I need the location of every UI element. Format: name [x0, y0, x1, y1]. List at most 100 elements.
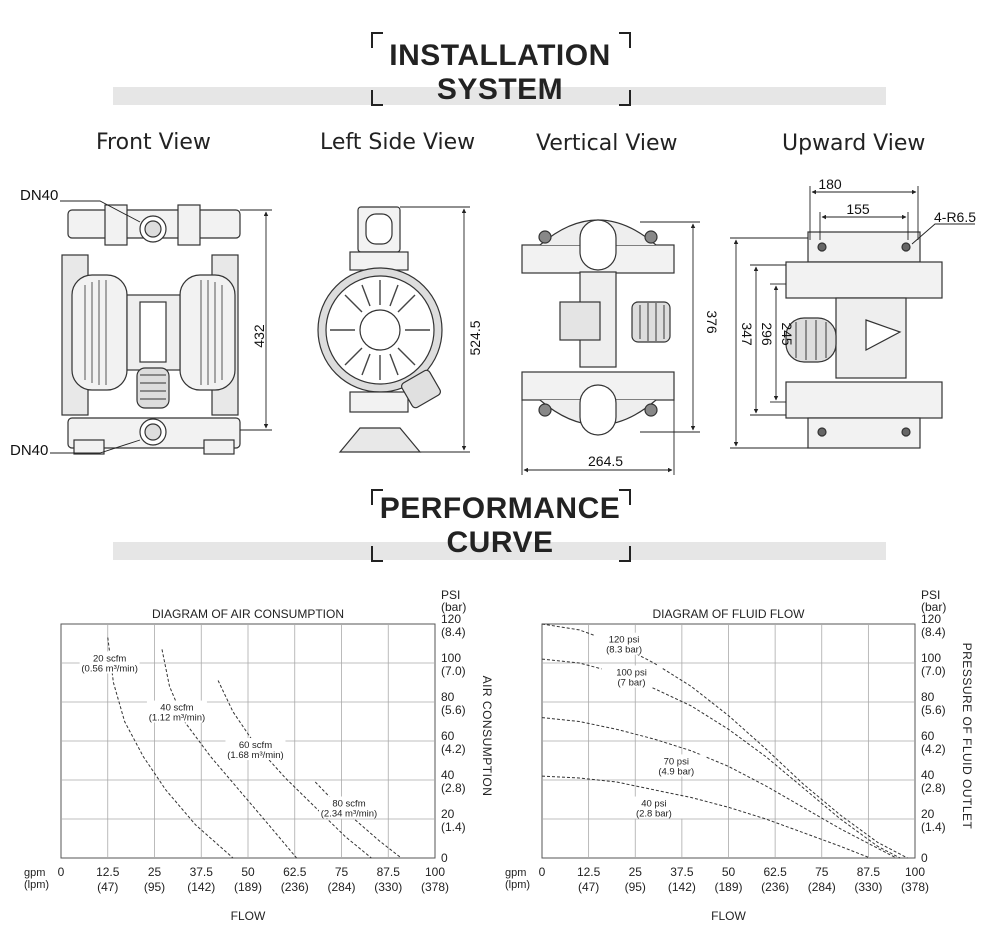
right-axis-label: PRESSURE OF FLUID OUTLET [960, 643, 974, 830]
x-tick-label: 50 [722, 865, 736, 879]
x-tick-label: 87.5 [377, 865, 401, 879]
series-label-bg [146, 700, 207, 723]
x-tick-label: 25 [148, 865, 162, 879]
y-tick-label: 120 [921, 612, 941, 626]
upward-view-dimensions [730, 186, 975, 449]
series-label: 40 scfm [160, 703, 193, 714]
section-band-installation [113, 87, 886, 105]
upward-view-drawing [785, 231, 943, 449]
y-tick-label: 80 [441, 690, 455, 704]
y-tick-label: 60 [921, 729, 935, 743]
section-title-installation: INSTALLATION SYSTEM [371, 39, 629, 107]
upward-dim-155: 155 [846, 201, 870, 217]
view-label-front: Front View [96, 130, 211, 155]
x-tick-label: 12.5 [577, 865, 601, 879]
y-tick-secondary-label: (5.6) [921, 703, 946, 717]
series-label-secondary: (2.34 m³/min) [321, 809, 377, 820]
x-axis-label: FLOW [231, 909, 266, 923]
series-label: 60 scfm [239, 740, 272, 751]
y-unit-label: PSI [921, 588, 940, 602]
series-line [217, 680, 372, 859]
series-line [541, 658, 901, 859]
section-band-performance [113, 542, 886, 560]
x-tick-label: 12.5 [96, 865, 120, 879]
series-label: 40 psi [641, 799, 666, 810]
bracket-corner [619, 489, 631, 505]
y-tick-secondary-label: (1.4) [441, 820, 466, 834]
y-tick-secondary-label: (2.8) [441, 781, 466, 795]
x-tick-secondary-label: (236) [281, 880, 309, 894]
x-tick-secondary-label: (142) [187, 880, 215, 894]
chart-title: DIAGRAM OF FLUID FLOW [652, 607, 805, 621]
y-tick-secondary-label: (8.4) [921, 625, 946, 639]
upward-dim-296: 296 [759, 322, 775, 346]
series-label-bg [318, 796, 379, 819]
x-tick-label: 75 [335, 865, 349, 879]
front-view-dimensions [50, 200, 272, 454]
x-tick-label: 100 [425, 865, 445, 879]
y-tick-label: 60 [441, 729, 455, 743]
series-label-secondary: (0.56 m³/min) [81, 663, 137, 674]
bracket-corner [371, 32, 383, 48]
series-label: 80 scfm [332, 799, 365, 810]
upward-dim-347: 347 [739, 322, 755, 346]
x-tick-secondary-label: (95) [144, 880, 165, 894]
y-tick-secondary-label: (2.8) [921, 781, 946, 795]
chart-title: DIAGRAM OF AIR CONSUMPTION [152, 607, 344, 621]
bracket-corner [371, 546, 383, 562]
x-tick-secondary-label: (189) [714, 880, 742, 894]
view-label-left-side: Left Side View [320, 130, 476, 155]
x-tick-secondary-label: (378) [901, 880, 929, 894]
y-tick-label: 100 [441, 651, 461, 665]
x-tick-secondary-label: (378) [421, 880, 449, 894]
y-unit-label-secondary: (bar) [441, 600, 466, 614]
left-side-view-drawing [317, 206, 443, 453]
x-tick-secondary-label: (330) [854, 880, 882, 894]
right-axis-label: AIR CONSUMPTION [480, 676, 494, 797]
x-tick-label: 37.5 [670, 865, 694, 879]
bracket-corner [371, 90, 383, 106]
x-tick-secondary-label: (236) [761, 880, 789, 894]
y-unit-label-secondary: (bar) [921, 600, 946, 614]
y-tick-label: 40 [921, 768, 935, 782]
x-tick-secondary-label: (142) [668, 880, 696, 894]
x-tick-secondary-label: (47) [97, 880, 118, 894]
x-tick-secondary-label: (189) [234, 880, 262, 894]
series-label-bg [594, 632, 655, 655]
y-tick-secondary-label: (5.6) [441, 703, 466, 717]
section-title-line-1: INSTALLATION [389, 39, 611, 72]
series-label-bg [601, 665, 662, 688]
front-height-dimension: 432 [251, 324, 267, 348]
y-tick-label: 20 [441, 807, 455, 821]
x-unit-label-secondary: (lpm) [24, 879, 49, 891]
vertical-view-drawing [521, 219, 675, 436]
series-label-secondary: (7 bar) [618, 677, 646, 688]
front-inlet-bottom-label: DN40 [10, 442, 48, 459]
series-label-secondary: (8.3 bar) [606, 645, 642, 656]
y-tick-secondary-label: (7.0) [441, 664, 466, 678]
left-side-dimensions [400, 206, 470, 453]
series-label: 100 psi [616, 667, 647, 678]
front-inlet-top-label: DN40 [20, 187, 58, 204]
vertical-height-dimension: 376 [704, 310, 720, 334]
series-label: 70 psi [664, 756, 689, 767]
x-axis-label: FLOW [711, 909, 746, 923]
series-line [541, 717, 897, 859]
y-tick-secondary-label: (1.4) [921, 820, 946, 834]
section-title-line-2: SYSTEM [436, 73, 564, 106]
section-title-line-1: PERFORMANCE [379, 492, 621, 525]
x-tick-label: 87.5 [857, 865, 881, 879]
x-tick-secondary-label: (284) [327, 880, 355, 894]
bracket-corner [371, 489, 383, 505]
series-label: 120 psi [609, 635, 640, 646]
vertical-view-dimensions [521, 221, 700, 475]
bracket-corner [619, 90, 631, 106]
series-label-bg [79, 651, 140, 674]
y-tick-label: 20 [921, 807, 935, 821]
x-tick-secondary-label: (284) [808, 880, 836, 894]
series-label: 20 scfm [93, 653, 126, 664]
y-tick-secondary-label: (7.0) [921, 664, 946, 678]
bracket-corner [619, 546, 631, 562]
y-unit-label: PSI [441, 588, 460, 602]
